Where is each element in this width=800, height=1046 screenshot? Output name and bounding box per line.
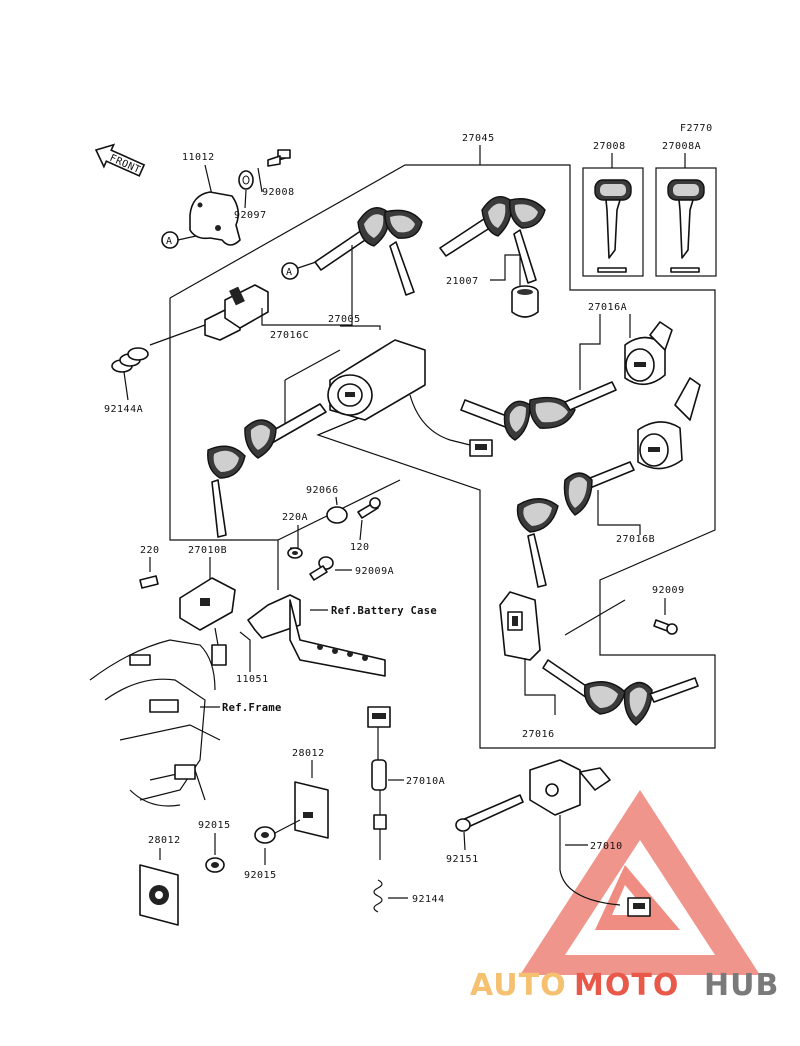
callout-a-1-text: A: [166, 236, 173, 247]
switch-27010: [529, 759, 651, 917]
label-11012: 11012: [182, 152, 215, 163]
seat-lock-27005: [327, 339, 493, 457]
plug-92066: [326, 506, 348, 524]
key-pair-27045: [439, 196, 546, 284]
label-92015-a: 92015: [198, 820, 231, 831]
key-27016: [542, 659, 699, 726]
spring-92144: [373, 879, 383, 913]
lock-27016A-upper: [624, 321, 673, 386]
key-blank-27008: [594, 179, 632, 273]
label-92144A: 92144A: [104, 404, 143, 415]
key-27016B: [516, 461, 635, 588]
washer-92097: [238, 170, 254, 190]
cap-21007: [511, 285, 539, 318]
label-11051: 11051: [236, 674, 269, 685]
lock-27016: [499, 591, 541, 661]
nut-92015-b: [254, 826, 276, 844]
label-27045: 27045: [462, 133, 495, 144]
label-21007: 21007: [446, 276, 479, 287]
label-92097: 92097: [234, 210, 267, 221]
callout-a-2: [281, 262, 299, 280]
label-27010: 27010: [590, 841, 623, 852]
label-28012-b: 28012: [148, 835, 181, 846]
label-27008A: 27008A: [662, 141, 701, 152]
bolt-92151: [455, 794, 524, 832]
lock-27016A-lower: [637, 377, 701, 470]
ref-battery-case: Ref.Battery Case: [331, 605, 437, 617]
nut-220A: [287, 547, 303, 559]
frame-section: [89, 639, 221, 807]
diagram-code: F2770: [680, 123, 713, 134]
label-92144: 92144: [412, 894, 445, 905]
key-27016C: [314, 207, 423, 296]
harness-27010A: [367, 706, 391, 860]
label-27016: 27016: [522, 729, 555, 740]
nut-92015-a: [205, 857, 225, 873]
label-92009: 92009: [652, 585, 685, 596]
screw-120: [357, 497, 381, 519]
key-27016A: [460, 381, 617, 441]
label-92009A: 92009A: [355, 566, 394, 577]
watermark-hub: HUB: [704, 968, 779, 1003]
screw-220: [139, 575, 159, 589]
label-92066: 92066: [306, 485, 339, 496]
label-27016C: 27016C: [270, 330, 309, 341]
label-27016A: 27016A: [588, 302, 627, 313]
key-27005: [207, 403, 327, 538]
label-92151: 92151: [446, 854, 479, 865]
switch-27010B: [179, 577, 236, 666]
watermark-moto: MOTO: [574, 968, 679, 1003]
watermark-logo: [520, 790, 760, 975]
bracket-11012: [189, 191, 241, 246]
screw-92008: [267, 149, 291, 167]
ref-frame: Ref.Frame: [222, 702, 282, 714]
front-arrow-icon: FRONT: [94, 143, 146, 177]
spring-92144A: [111, 347, 149, 373]
box-27008A: [655, 167, 717, 277]
pad-28012-b: [139, 864, 179, 926]
label-27010A: 27010A: [406, 776, 445, 787]
bolt-92009A: [309, 556, 334, 581]
ignition-cylinder-27016C: [204, 284, 269, 341]
label-120: 120: [350, 542, 370, 553]
label-27016B: 27016B: [616, 534, 655, 545]
callout-a-2-text: A: [286, 267, 293, 278]
screw-92009: [653, 619, 678, 635]
label-92015-b: 92015: [244, 870, 277, 881]
label-27005: 27005: [328, 314, 361, 325]
label-27008: 27008: [593, 141, 626, 152]
battery-case-bracket: [247, 594, 386, 677]
watermark-auto: AUTO: [470, 968, 567, 1003]
label-220A: 220A: [282, 512, 308, 523]
label-220: 220: [140, 545, 160, 556]
pad-28012-a: [294, 781, 329, 839]
leader-11012: [204, 164, 213, 196]
label-92008: 92008: [262, 187, 295, 198]
label-27010B: 27010B: [188, 545, 227, 556]
box-27008: [582, 167, 644, 277]
key-blank-27008A: [667, 179, 705, 273]
label-28012-a: 28012: [292, 748, 325, 759]
watermark-text: AUTO MOTO HUB: [470, 968, 779, 1003]
